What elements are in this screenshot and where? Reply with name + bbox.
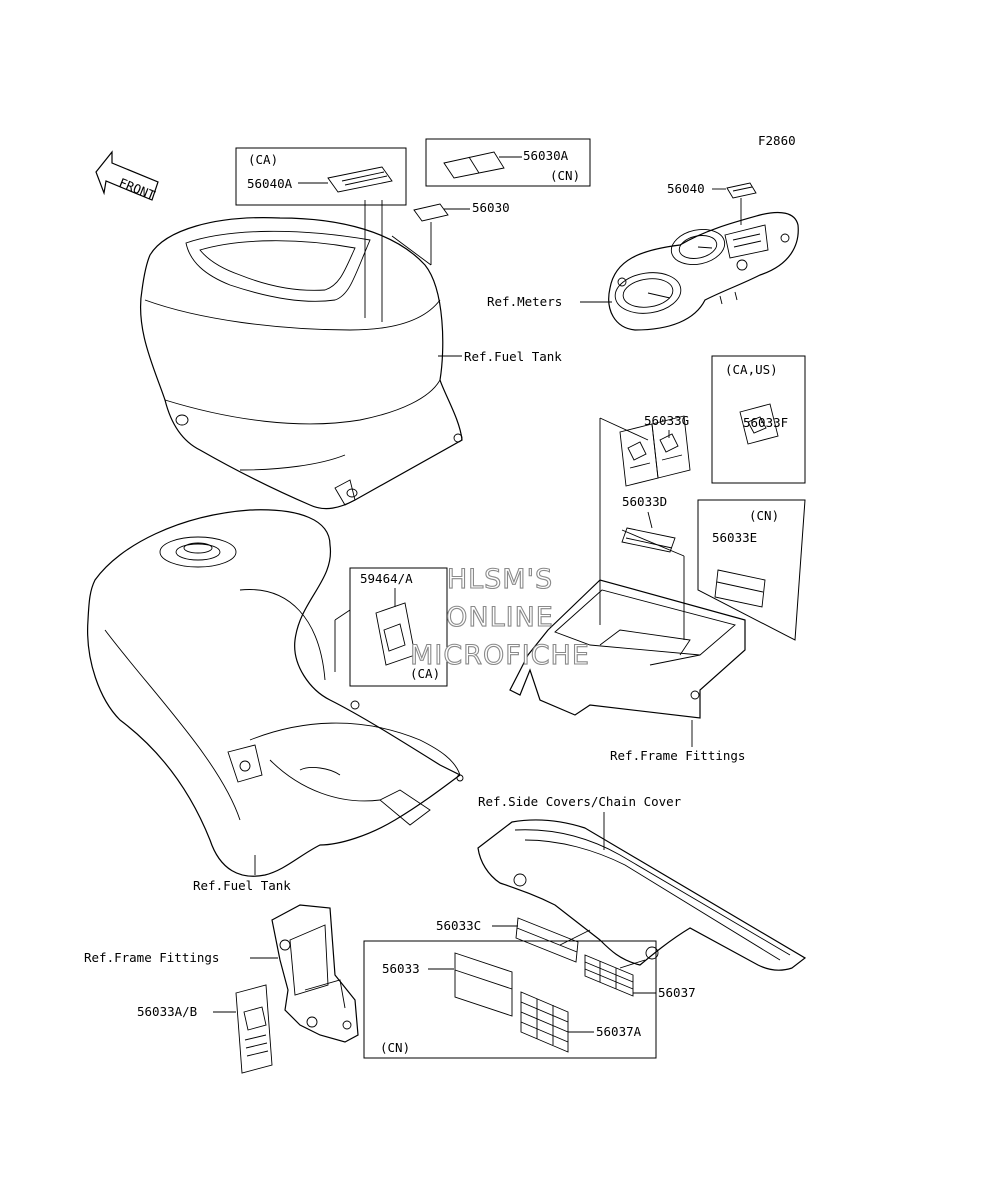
watermark: HLSM'S ONLINE MICROFICHE [410,563,590,671]
cn-label-box-top [425,138,591,187]
ref-fuel-tank-lower-label: Ref.Fuel Tank [193,878,291,893]
part-56030A-label: 56030A [523,148,569,163]
figure-code: F2860 [758,133,796,148]
cn-bottom-label: (CN) [380,1040,410,1055]
watermark-line-2: ONLINE [446,602,554,633]
part-56033E-label: 56033E [712,530,757,545]
cn-top-label: (CN) [550,168,580,183]
part-56040A-label: 56040A [247,176,293,191]
part-56033D-label: 56033D [622,494,667,509]
decal-56040A [327,166,393,193]
decal-56040 [726,182,757,199]
cn-label-box-bottom [363,940,657,1059]
part-56037A-label: 56037A [596,1024,642,1039]
part-56030-label: 56030 [472,200,510,215]
cn-label-box-mid [697,499,806,641]
ref-frame-fittings-right-label: Ref.Frame Fittings [610,748,745,763]
part-56033F-label: 56033F [743,415,788,430]
bracket-drawing [271,904,359,1043]
decal-56033 [454,952,513,1017]
ca-us-label: (CA,US) [725,362,778,377]
decal-56030 [413,203,449,222]
front-arrow-icon: FRONT [95,150,159,203]
ref-fuel-tank-upper-label: Ref.Fuel Tank [464,349,562,364]
part-59464A-label: 59464/A [360,571,413,586]
decal-59464A [375,602,416,666]
ref-side-covers-label: Ref.Side Covers/Chain Cover [478,794,682,809]
fuel-tank-drawing [87,509,464,877]
side-cover-drawing [477,819,807,971]
decal-56037A [520,991,569,1053]
watermark-line-3: MICROFICHE [410,640,590,671]
decal-56033AB [235,984,273,1074]
battery-tray-drawing [509,579,746,719]
part-56033AB-label: 56033A/B [137,1004,197,1019]
ref-meters-label: Ref.Meters [487,294,562,309]
meter-cluster-drawing [608,211,799,331]
ca-label-box-top [235,147,407,206]
watermark-line-1: HLSM'S [447,564,553,595]
ca-top-label: (CA) [248,152,278,167]
decal-56030A [443,151,505,179]
decal-56033F [739,403,779,445]
decals-56033G [619,415,691,487]
ca-us-label-box [711,355,806,484]
fuel-tank-cover-drawing [140,217,463,510]
decal-56033D [621,527,676,553]
decal-56033C [515,917,579,963]
ca-label-box-mid [349,567,448,687]
part-56033G-label: 56033G [644,413,689,428]
decal-56033E [714,569,766,608]
part-56037-label: 56037 [658,985,696,1000]
decal-56037 [584,954,634,997]
part-56033C-label: 56033C [436,918,481,933]
ca-mid-label: (CA) [410,666,440,681]
cn-mid-label: (CN) [749,508,779,523]
ref-frame-fittings-left-label: Ref.Frame Fittings [84,950,219,965]
part-56040-label: 56040 [667,181,705,196]
part-56033-label: 56033 [382,961,420,976]
